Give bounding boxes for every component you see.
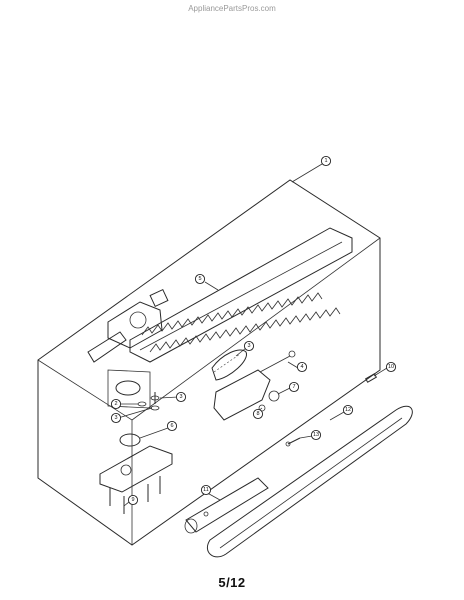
callout-1-label: 1 [324, 158, 327, 164]
callout-6-label: 6 [170, 423, 173, 429]
callout-5: 3 [243, 340, 255, 352]
callout-9-label: 9 [131, 497, 134, 503]
callout-8: 8 [252, 408, 264, 420]
callout-13: 13 [310, 429, 322, 441]
callout-12-label: 12 [345, 407, 351, 413]
callout-3a-label: 2 [114, 401, 117, 407]
callout-2: 5 [194, 273, 206, 285]
callout-13-label: 13 [313, 432, 319, 438]
page-number: 5/12 [218, 575, 246, 590]
callout-1: 1 [320, 155, 332, 167]
callout-12: 12 [342, 404, 354, 416]
watermark-text: AppliancePartsPros.com [188, 4, 276, 13]
gear-head [87, 288, 169, 409]
callout-9: 9 [127, 494, 139, 506]
callout-3b: 3 [175, 391, 187, 403]
callout-10: 10 [385, 361, 397, 373]
small-parts [285, 373, 378, 447]
callout-3c-label: 3 [114, 415, 117, 421]
callout-8-label: 8 [256, 411, 259, 417]
callout-4: 4 [296, 361, 308, 373]
shaft-tube [184, 477, 269, 534]
callout-11-label: 11 [203, 487, 209, 493]
callout-7-label: 7 [292, 384, 295, 390]
callout-7: 7 [288, 381, 300, 393]
callout-3a: 2 [110, 398, 122, 410]
callout-10-label: 10 [388, 364, 394, 370]
callout-4-label: 4 [300, 364, 303, 370]
callout-3b-label: 3 [179, 394, 182, 400]
blade-assembly [129, 227, 353, 363]
callout-6: 6 [166, 420, 178, 432]
leader-lines [117, 163, 388, 507]
cover-plate [211, 349, 247, 381]
callout-3c: 3 [110, 412, 122, 424]
gear-cover [99, 433, 173, 514]
blade-sheath [206, 405, 413, 558]
callout-2-label: 5 [198, 276, 201, 282]
callout-11: 11 [200, 484, 212, 496]
shaft-housing [213, 350, 296, 421]
callout-5-label: 3 [247, 343, 250, 349]
